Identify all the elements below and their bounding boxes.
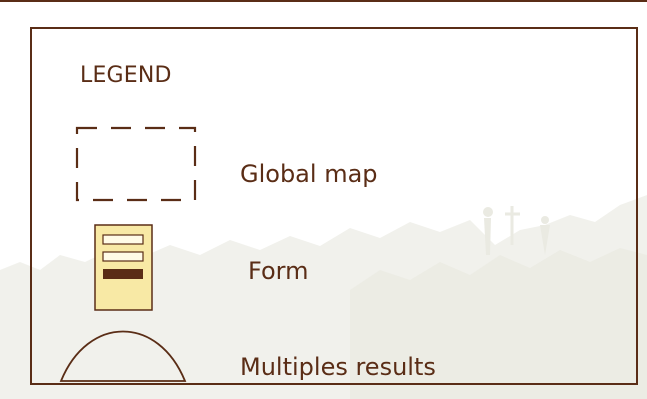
legend-item-multiples-results: Multiples results [240,353,436,381]
legend-item-global-map: Global map [240,160,378,188]
dashed-rectangle-icon [75,126,197,202]
top-divider [0,0,647,2]
form-icon [94,224,153,311]
legend-frame [30,27,638,385]
legend-item-form: Form [248,257,309,285]
arc-icon [59,330,187,382]
legend-title: LEGEND [80,63,172,88]
